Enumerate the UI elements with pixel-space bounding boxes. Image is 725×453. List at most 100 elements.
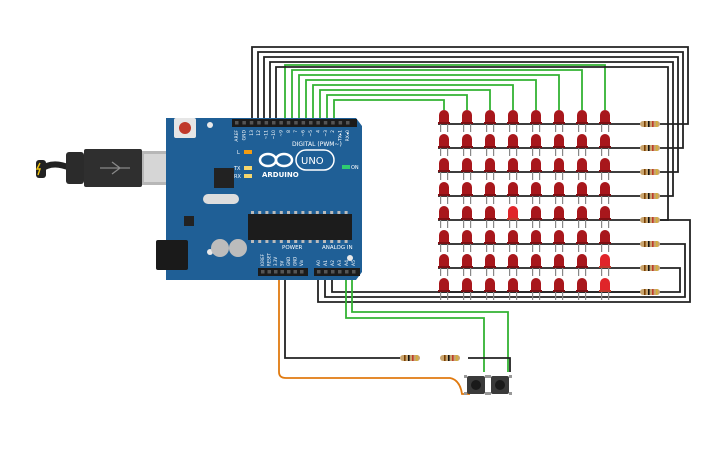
matrix-led bbox=[599, 110, 611, 132]
pin-label: 4 bbox=[315, 130, 321, 133]
push-button-1[interactable] bbox=[464, 375, 488, 395]
matrix-led bbox=[507, 230, 519, 252]
usb-cable bbox=[35, 149, 172, 187]
pin-label: ~11 bbox=[264, 130, 270, 140]
power-label: POWER bbox=[282, 245, 303, 251]
led-rx bbox=[244, 174, 252, 178]
matrix-led bbox=[530, 110, 542, 132]
column-wire bbox=[319, 89, 491, 121]
row-resistor bbox=[640, 145, 660, 151]
arduino-logo bbox=[258, 149, 335, 171]
pin-label: A2 bbox=[330, 260, 336, 266]
on-label: ON bbox=[351, 165, 359, 171]
reset-button[interactable] bbox=[179, 122, 191, 134]
crystal bbox=[203, 194, 239, 204]
row-resistor bbox=[640, 241, 660, 247]
model-label: UNO bbox=[301, 156, 324, 167]
matrix-led bbox=[576, 158, 588, 180]
arduino-uno-board[interactable]: DIGITAL (PWM~) ARDUINO UNO ON L TX RX PO… bbox=[156, 118, 362, 280]
matrix-led bbox=[438, 182, 450, 204]
matrix-led bbox=[484, 278, 496, 300]
matrix-led bbox=[553, 134, 565, 156]
pin-label: GND bbox=[293, 257, 298, 266]
pin-label: 5V bbox=[280, 260, 285, 266]
matrix-led bbox=[461, 182, 473, 204]
pin-label: A1 bbox=[323, 260, 329, 266]
matrix-led bbox=[484, 230, 496, 252]
matrix-led bbox=[438, 134, 450, 156]
led-l bbox=[244, 150, 252, 154]
pin-label: 2 bbox=[330, 130, 336, 133]
matrix-led bbox=[461, 254, 473, 276]
matrix-led bbox=[553, 230, 565, 252]
matrix-led bbox=[484, 206, 496, 228]
pin-label: ~5 bbox=[308, 130, 314, 137]
matrix-led bbox=[553, 182, 565, 204]
analog-header bbox=[314, 268, 360, 276]
pin-label: RESET bbox=[267, 253, 272, 266]
matrix-led bbox=[599, 254, 611, 276]
matrix-led bbox=[507, 278, 519, 300]
pin-label: Vin bbox=[299, 259, 304, 266]
column-wire bbox=[284, 64, 606, 121]
logo-text: ARDUINO bbox=[262, 171, 299, 179]
pin-label: ~9 bbox=[278, 130, 284, 137]
pin-label: A0 bbox=[316, 260, 322, 266]
pin-label: 8 bbox=[286, 130, 292, 133]
matrix-led bbox=[599, 230, 611, 252]
matrix-led bbox=[553, 254, 565, 276]
matrix-led bbox=[553, 206, 565, 228]
analog-label: ANALOG IN bbox=[322, 245, 353, 251]
row-wire bbox=[324, 243, 686, 298]
matrix-led bbox=[438, 230, 450, 252]
matrix-led bbox=[507, 134, 519, 156]
led-on bbox=[342, 165, 350, 169]
5v-wire bbox=[278, 276, 470, 395]
column-wire bbox=[333, 99, 445, 121]
column-wire bbox=[326, 94, 468, 121]
pin-label: 3.3V bbox=[273, 257, 278, 266]
row-wire bbox=[257, 51, 684, 149]
matrix-led bbox=[576, 254, 588, 276]
button-wire bbox=[345, 276, 485, 372]
usb-chip bbox=[214, 168, 234, 188]
column-wire bbox=[298, 74, 560, 121]
matrix-led bbox=[553, 110, 565, 132]
row-resistor bbox=[640, 121, 660, 127]
column-wire bbox=[305, 79, 537, 121]
push-button-2[interactable] bbox=[488, 375, 512, 395]
matrix-led bbox=[576, 110, 588, 132]
matrix-led bbox=[530, 230, 542, 252]
pin-label: 13 bbox=[249, 130, 255, 136]
row-wire bbox=[317, 219, 691, 303]
matrix-led bbox=[438, 110, 450, 132]
matrix-led bbox=[599, 182, 611, 204]
pin-label: GND bbox=[286, 257, 291, 266]
matrix-led bbox=[461, 230, 473, 252]
matrix-led bbox=[507, 182, 519, 204]
pin-label: RX◂0 bbox=[345, 130, 351, 141]
matrix-led bbox=[507, 206, 519, 228]
matrix-led bbox=[438, 206, 450, 228]
matrix-led bbox=[576, 206, 588, 228]
pin-label: 12 bbox=[256, 130, 262, 136]
matrix-led bbox=[576, 278, 588, 300]
pin-label: GND bbox=[241, 129, 247, 140]
matrix-led bbox=[461, 278, 473, 300]
matrix-led bbox=[530, 182, 542, 204]
matrix-led bbox=[599, 278, 611, 300]
matrix-led bbox=[576, 182, 588, 204]
pin-label: 7 bbox=[293, 130, 299, 133]
row-resistor bbox=[640, 217, 660, 223]
matrix-led bbox=[507, 110, 519, 132]
matrix-led bbox=[530, 206, 542, 228]
matrix-led bbox=[438, 158, 450, 180]
matrix-led bbox=[484, 158, 496, 180]
capacitor bbox=[229, 239, 247, 257]
matrix-led bbox=[484, 254, 496, 276]
pin-label: AREF bbox=[234, 130, 240, 142]
resistors bbox=[400, 121, 660, 361]
regulator bbox=[184, 216, 194, 226]
row-resistor bbox=[640, 265, 660, 271]
matrix-led bbox=[484, 134, 496, 156]
